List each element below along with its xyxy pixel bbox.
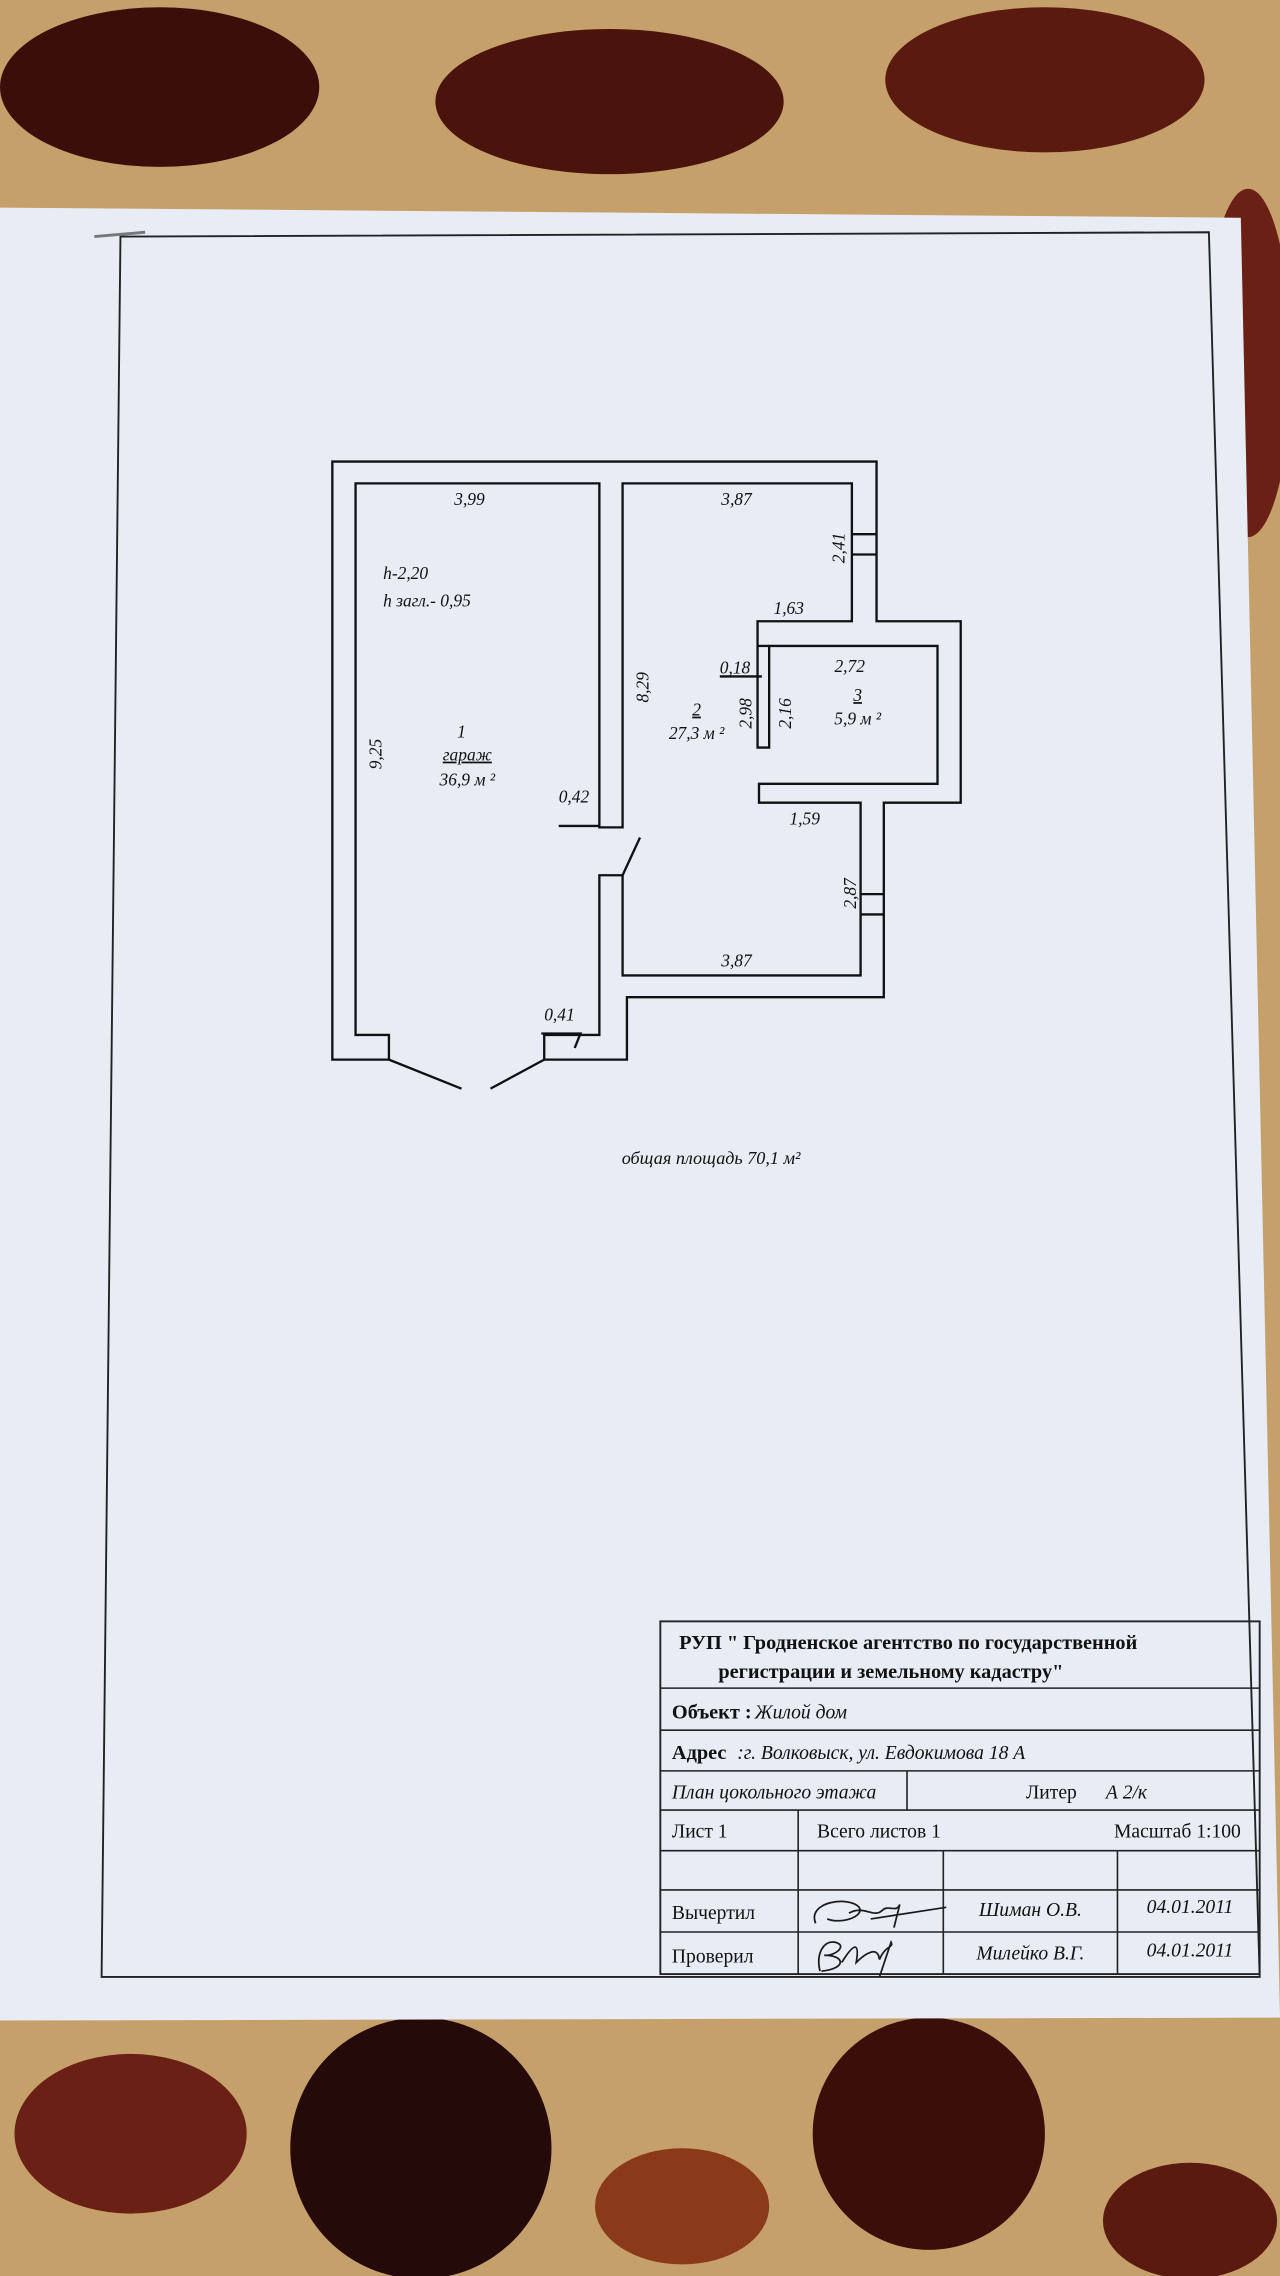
address-label: Адрес xyxy=(672,1742,726,1764)
room3-number: 3 xyxy=(852,685,862,705)
total-sheets: Всего листов 1 xyxy=(817,1822,941,1843)
dim-2-98: 2,98 xyxy=(736,698,756,729)
plan-name: План цокольного этажа xyxy=(671,1782,877,1803)
address-value: :г. Волковыск, ул. Евдокимова 18 А xyxy=(737,1743,1026,1764)
liter-label: Литер xyxy=(1026,1782,1077,1803)
staple xyxy=(94,230,146,239)
outer-wall xyxy=(331,460,962,1061)
room1-number: 1 xyxy=(457,721,466,741)
checked-date: 04.01.2011 xyxy=(1147,1941,1234,1962)
liter-value: А 2/к xyxy=(1104,1782,1148,1803)
dim-1-59: 1,59 xyxy=(789,808,820,828)
window xyxy=(851,533,884,916)
dim-1-63: 1,63 xyxy=(774,598,805,618)
ceiling-height: h-2,20 xyxy=(383,563,428,583)
room2-area: 27,3 м ² xyxy=(669,723,725,743)
checked-by-label: Проверил xyxy=(672,1946,754,1967)
object-value: Жилой дом xyxy=(754,1703,847,1724)
sheet-number: Лист 1 xyxy=(672,1822,728,1843)
drawn-by-label: Вычертил xyxy=(672,1903,755,1924)
dim-0-18: 0,18 xyxy=(720,658,751,678)
org-name-line2: регистрации и земельному кадастру" xyxy=(718,1661,1063,1683)
object-label: Объект : xyxy=(672,1702,752,1724)
drawn-date: 04.01.2011 xyxy=(1147,1897,1234,1918)
dim-2-16: 2,16 xyxy=(775,698,795,729)
room1-area: 36,9 м ² xyxy=(439,769,496,789)
dim-2-87: 2,87 xyxy=(840,877,860,909)
room2-number: 2 xyxy=(692,700,701,720)
scale: Масштаб 1:100 xyxy=(1114,1822,1241,1843)
dim-9-25: 9,25 xyxy=(366,739,386,770)
dim-garage-width: 3,99 xyxy=(453,489,485,509)
dim-0-42: 0,42 xyxy=(559,787,590,807)
floor-plan: 3,99 3,87 2,41 1,63 0,18 2,72 8,29 2,98 … xyxy=(331,460,962,1168)
dim-8-29: 8,29 xyxy=(633,672,653,703)
dim-room2-top: 3,87 xyxy=(720,489,753,509)
checked-by-name: Милейко В.Г. xyxy=(975,1944,1084,1965)
dim-2-41: 2,41 xyxy=(829,533,849,563)
dim-2-72: 2,72 xyxy=(834,656,865,676)
paper-sheet xyxy=(0,207,1280,2021)
dim-room2-bottom: 3,87 xyxy=(720,951,753,971)
total-area: общая площадь 70,1 м² xyxy=(622,1148,801,1168)
signature-checked xyxy=(818,1939,893,1978)
door-swing xyxy=(388,837,642,1090)
dim-0-41: 0,41 xyxy=(544,1004,574,1024)
depth-below-ground: h загл.- 0,95 xyxy=(383,591,471,611)
drawn-by-name: Шиман О.В. xyxy=(978,1900,1082,1921)
org-name-line1: РУП " Гродненское агентство по государст… xyxy=(679,1632,1137,1654)
signature-drawn xyxy=(813,1900,947,1928)
drawing-frame xyxy=(100,231,1261,1978)
dimension-leaders xyxy=(541,675,762,1049)
title-block: РУП " Гродненское агентство по государст… xyxy=(659,1620,1261,1978)
room1-name: гараж xyxy=(443,745,492,765)
room3-area: 5,9 м ² xyxy=(834,708,882,728)
